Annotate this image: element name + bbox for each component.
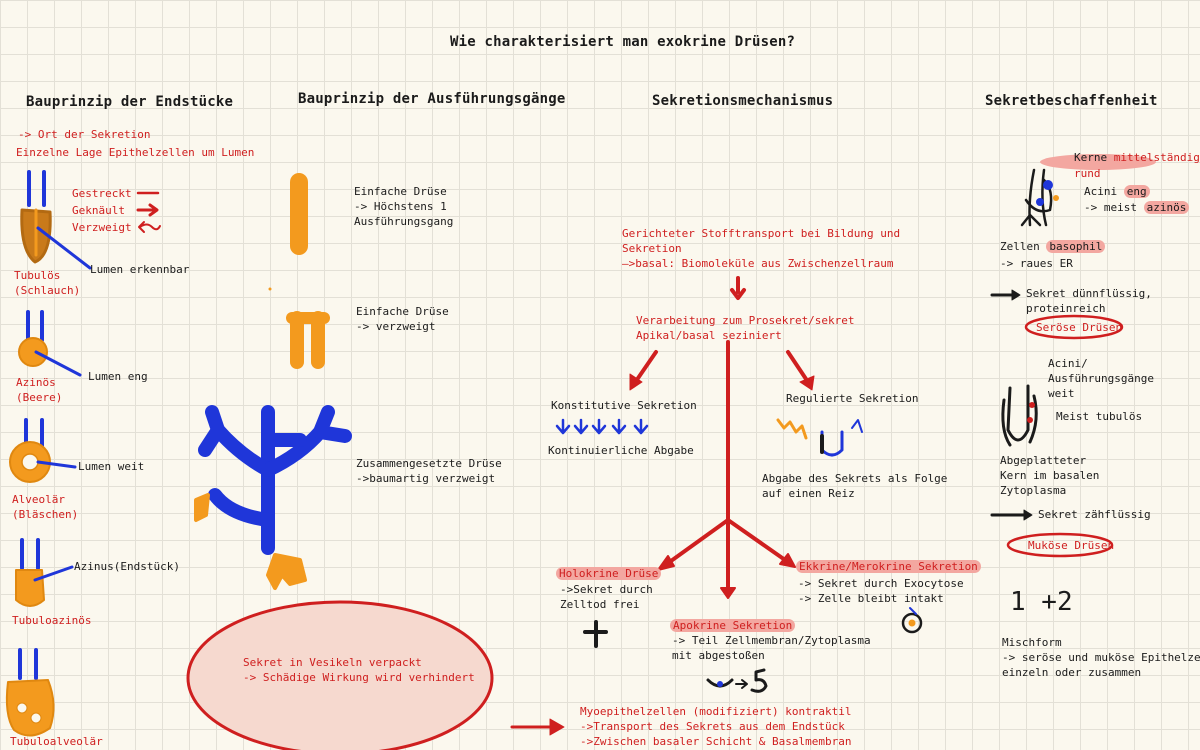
text-holokrine-desc: ->Sekret durch Zelltod frei <box>560 583 653 611</box>
einfach-verzweigt-drawing <box>286 311 330 369</box>
tubuloes-gland-drawing <box>20 170 92 270</box>
alveolaer-gland-drawing <box>9 418 77 483</box>
tubuloazinoes-gland-drawing <box>15 538 74 607</box>
text-zusammengesetzte-druese: Zusammengesetzte Drüse ->baumartig verzw… <box>356 457 502 485</box>
note-tubuloazinoes: Azinus(Endstück) <box>74 560 180 573</box>
header-ausfuehrungsgaenge: Bauprinzip der Ausführungsgänge <box>298 91 566 107</box>
text-regulierte-sekretion: Regulierte Sekretion <box>786 392 919 405</box>
header-endstuecke: Bauprinzip der Endstücke <box>26 94 234 110</box>
text-kontinuierliche-abgabe: Kontinuierliche Abgabe <box>548 444 694 457</box>
page-title: Wie charakterisiert man exokrine Drüsen? <box>450 34 796 50</box>
label-tubuloes: Tubulös (Schlauch) <box>14 269 81 297</box>
text-einfache-druese-2: Einfache Drüse -> verzweigt <box>356 305 449 333</box>
seroese-gland-drawing <box>1020 168 1053 227</box>
text-myoepithelzellen: Myoepithelzellen (modifiziert) kontrakti… <box>580 705 852 748</box>
text-mischform: Mischform -> seröse und muköse Epithelze… <box>1002 636 1200 679</box>
tubuloalveolaer-gland-drawing <box>5 648 55 737</box>
label-alveolaer: Alveolär (Bläschen) <box>12 493 79 521</box>
header-sekretionsmechanismus: Sekretionsmechanismus <box>652 93 834 109</box>
text-meist-azinoes: -> meist azinös <box>1084 200 1190 215</box>
text-raues-er: -> raues ER <box>1000 257 1073 270</box>
note-azinoes: Lumen eng <box>88 370 148 383</box>
label-tubuloalveolaer: Tubuloalveolär <box>10 735 103 748</box>
label-azinoes: Azinös (Beere) <box>16 376 63 404</box>
text-abgabe-reiz: Abgabe des Sekrets als Folge auf einen R… <box>762 472 948 500</box>
text-verarbeitung: Verarbeitung zum Prosekret/sekret Apikal… <box>636 314 855 342</box>
text-gerichteter-stofftransport: Gerichteter Stofftransport bei Bildung u… <box>622 227 901 270</box>
text-ekkrine-desc: -> Sekret durch Exocytose -> Zelle bleib… <box>798 577 964 605</box>
label-seroese-druesen: Seröse Drüsen <box>1036 321 1123 334</box>
note-tubuloes: Lumen erkennbar <box>90 263 190 276</box>
text-formula: 1 +2 <box>1010 587 1073 617</box>
azinoes-gland-drawing <box>18 310 82 377</box>
text-kerne-rund: rund <box>1074 167 1101 180</box>
text-acini-weit: Acini/ Ausführungsgänge weit <box>1048 357 1154 400</box>
note-alveolaer: Lumen weit <box>78 460 145 473</box>
text-einfache-druese-1: Einfache Drüse -> Höchstens 1 Ausführung… <box>354 185 454 228</box>
text-acini-eng: Acini eng <box>1084 184 1150 199</box>
legend-verzweigt: Verzweigt <box>72 221 132 234</box>
col1-intro-1: -> Ort der Sekretion <box>18 128 151 141</box>
apokrine-badge: Apokrine Sekretion <box>670 618 796 633</box>
mukoese-gland-drawing <box>1001 384 1038 447</box>
text-meist-tubuloes: Meist tubulös <box>1056 410 1143 423</box>
text-kerne: Kerne mittelständig, <box>1074 151 1200 164</box>
konstitutive-marks <box>555 418 649 435</box>
label-tubuloazinoes: Tubuloazinös <box>12 614 92 627</box>
text-zellen-basophil: Zellen basophil <box>1000 239 1106 254</box>
text-vesikel: Sekret in Vesikeln verpackt -> Schädige … <box>243 656 475 684</box>
zusammengesetzt-drawing <box>198 405 352 555</box>
text-konstitutive-sekretion: Konstitutive Sekretion <box>551 399 697 412</box>
col1-intro-2: Einzelne Lage Epithelzellen um Lumen <box>16 146 255 159</box>
legend-geknaeult: Geknäult <box>72 204 125 217</box>
ekkrine-badge: Ekkrine/Merokrine Sekretion <box>796 559 981 574</box>
holokrine-badge: Holokrine Drüse <box>556 566 662 581</box>
header-sekretbeschaffenheit: Sekretbeschaffenheit <box>985 93 1158 109</box>
text-sekret-duennfluessig: Sekret dünnflüssig, proteinreich <box>1026 287 1152 315</box>
text-abgeplatteter-kern: Abgeplatteter Kern im basalen Zytoplasma <box>1000 454 1100 497</box>
vesikel-ellipse <box>186 600 494 750</box>
text-apokrine-desc: -> Teil Zellmembran/Zytoplasma mit abges… <box>672 634 871 662</box>
label-mukoese-druesen: Muköse Drüsen <box>1028 539 1115 552</box>
legend-gestreckt: Gestreckt <box>72 187 132 200</box>
text-sekret-zaehfluessig: Sekret zähflüssig <box>1038 508 1151 521</box>
